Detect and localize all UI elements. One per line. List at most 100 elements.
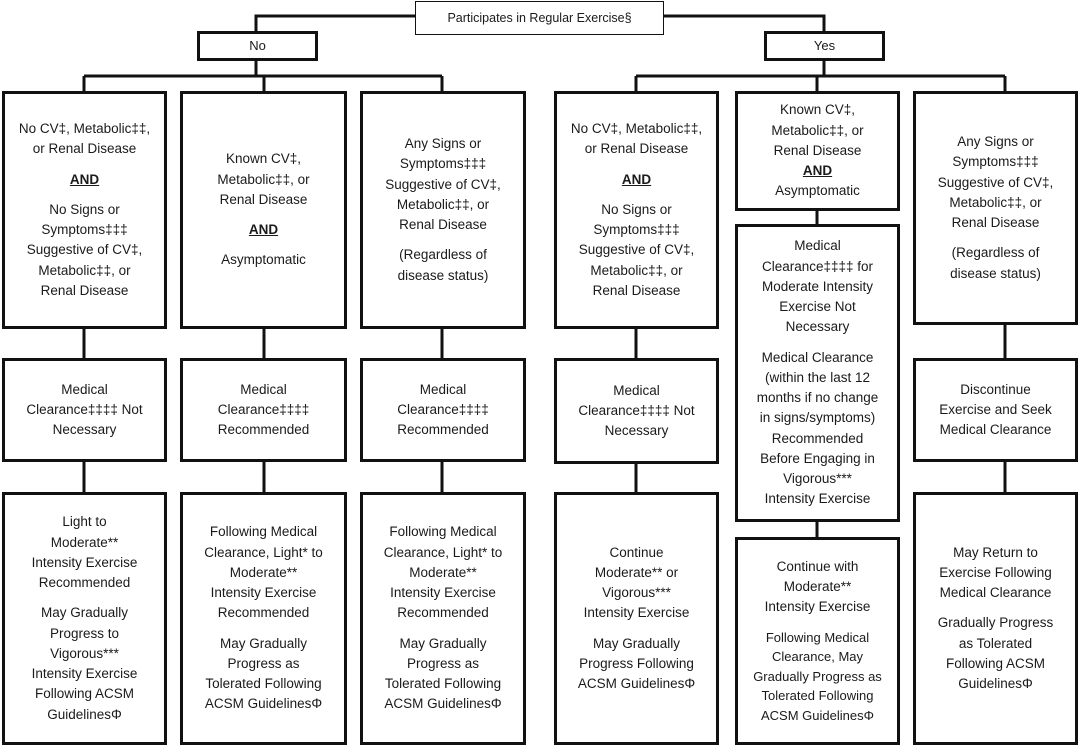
text-line: Tolerated Following (384, 676, 502, 692)
text-line: (Regardless of (951, 245, 1040, 261)
text-line: Moderate** (229, 564, 298, 580)
text-line: or Renal Disease (584, 141, 689, 157)
text-line: Clearance, Light* to (204, 544, 323, 560)
col3-middle-box: Medical Clearance‡‡‡‡ Recommended (360, 358, 526, 462)
text-line: No Signs or (601, 201, 672, 217)
text-line: months if no change (756, 390, 879, 406)
text-line: Asymptomatic (775, 183, 860, 199)
text-line: Progress Following (579, 655, 694, 671)
text-line: Progress to (49, 625, 120, 641)
text-line: Discontinue (960, 381, 1031, 397)
col6-middle-box: Discontinue Exercise and Seek Medical Cl… (913, 358, 1078, 462)
text-line: Suggestive of CV‡, (26, 242, 143, 258)
text-line: disease status) (950, 265, 1041, 281)
text-line: Metabolic‡‡, or (949, 194, 1042, 210)
text-line: Vigorous*** (602, 585, 671, 601)
text-line: Exercise Following (939, 564, 1052, 580)
col2-top-box: Known CV‡, Metabolic‡‡, or Renal Disease… (180, 91, 347, 329)
col4-middle-box: Medical Clearance‡‡‡‡ Not Necessary (554, 358, 719, 464)
text-line: Any Signs or (957, 134, 1034, 150)
text-line: Metabolic‡‡, or (217, 171, 310, 187)
col1-middle-box: Medical Clearance‡‡‡‡ Not Necessary (2, 358, 167, 462)
text-line: Recommended (38, 575, 131, 590)
text-line: Medical Clearance (939, 422, 1052, 438)
text-line: Symptoms‡‡‡ (41, 222, 128, 237)
text-line: Recommended (397, 605, 489, 621)
text-line: Continue (609, 544, 664, 560)
text-line: Symptoms‡‡‡ (593, 222, 680, 237)
text-line: Clearance‡‡‡‡ (217, 401, 310, 417)
text-line: Following Medical (209, 524, 318, 540)
text-line: Following ACSM (945, 655, 1046, 671)
col3-bottom-box: Following Medical Clearance, Light* to M… (360, 492, 526, 745)
text-line: Metabolic‡‡, or (771, 122, 864, 138)
text-line: Intensity Exercise (583, 605, 690, 621)
text-line: Any Signs or (404, 136, 482, 152)
text-line: ACSM GuidelinesΦ (577, 676, 696, 692)
col6-bottom-box: May Return to Exercise Following Medical… (913, 492, 1078, 745)
text-line: Intensity Exercise (210, 585, 317, 601)
text-line: Medical Clearance (761, 349, 874, 365)
text-line: GuidelinesΦ (47, 706, 122, 722)
text-line: ACSM GuidelinesΦ (384, 696, 502, 712)
text-line: Recommended (217, 605, 310, 621)
text-line: Metabolic‡‡, or (38, 262, 131, 278)
text-line: Exercise and Seek (939, 401, 1052, 417)
text-line: Suggestive of CV‡, (937, 174, 1054, 190)
text-line: Renal Disease (40, 282, 129, 298)
text-line: Progress as (227, 655, 300, 671)
text-line: Necessary (52, 422, 117, 438)
text-line: Medical Clearance (939, 585, 1052, 601)
text-line: Clearance‡‡‡‡ Not (26, 401, 143, 417)
text-line: Following Medical (765, 629, 870, 645)
col1-top-box: No CV‡, Metabolic‡‡, or Renal Disease AN… (2, 91, 167, 329)
col5-middle-box: Medical Clearance‡‡‡‡ for Moderate Inten… (735, 224, 900, 522)
text-line: Recommended (397, 422, 489, 438)
text-line: Moderate** (783, 579, 852, 595)
text-line: No CV‡, Metabolic‡‡, (570, 121, 703, 136)
text-line: Moderate** (50, 534, 119, 550)
text-line: Intensity Exercise (764, 599, 871, 615)
text-line: Vigorous*** (783, 471, 852, 487)
text-line: Symptoms‡‡‡ (952, 154, 1039, 170)
col2-bottom-box: Following Medical Clearance, Light* to M… (180, 492, 347, 745)
text-line: Suggestive of CV‡, (385, 176, 501, 192)
col4-bottom-box: Continue Moderate** or Vigorous*** Inten… (554, 492, 719, 745)
branch-no-label: No (249, 38, 266, 54)
text-line: Recommended (771, 430, 864, 446)
text-line: Clearance‡‡‡‡ for (761, 258, 874, 274)
text-line: (within the last 12 (764, 369, 871, 385)
text-line: Clearance‡‡‡‡ Not (578, 402, 695, 418)
text-line: or Renal Disease (32, 141, 137, 157)
text-line: Progress as (406, 655, 480, 671)
text-line: Renal Disease (219, 191, 308, 207)
col5-bottom-box: Continue with Moderate** Intensity Exerc… (735, 537, 900, 745)
text-line: Moderate** (409, 564, 477, 580)
and-label: AND (248, 222, 279, 238)
text-line: Intensity Exercise (31, 666, 138, 681)
text-line: (Regardless of (399, 247, 487, 263)
text-line: ACSM GuidelinesΦ (761, 707, 874, 723)
text-line: Medical (419, 381, 467, 397)
and-label: AND (621, 171, 652, 187)
col6-top-box: Any Signs or Symptoms‡‡‡ Suggestive of C… (913, 91, 1078, 325)
text-line: May Return to (953, 544, 1038, 560)
and-label: AND (69, 171, 100, 187)
text-line: Continue with (776, 558, 859, 574)
text-line: Clearance, May (771, 649, 864, 665)
text-line: Renal Disease (773, 142, 862, 158)
root-label: Participates in Regular Exercise§ (447, 10, 632, 25)
text-line: May Gradually (219, 635, 308, 651)
text-line: Tolerated Following (205, 676, 322, 692)
branch-yes-label: Yes (813, 38, 836, 54)
text-line: Vigorous*** (50, 645, 119, 661)
text-line: Following ACSM (34, 686, 135, 702)
text-line: May Gradually (592, 635, 681, 651)
text-line: Symptoms‡‡‡ (399, 156, 487, 172)
col2-middle-box: Medical Clearance‡‡‡‡ Recommended (180, 358, 347, 462)
text-line: Renal Disease (951, 215, 1040, 231)
text-line: disease status) (397, 267, 489, 283)
text-line: Clearance, Light* to (383, 544, 503, 560)
